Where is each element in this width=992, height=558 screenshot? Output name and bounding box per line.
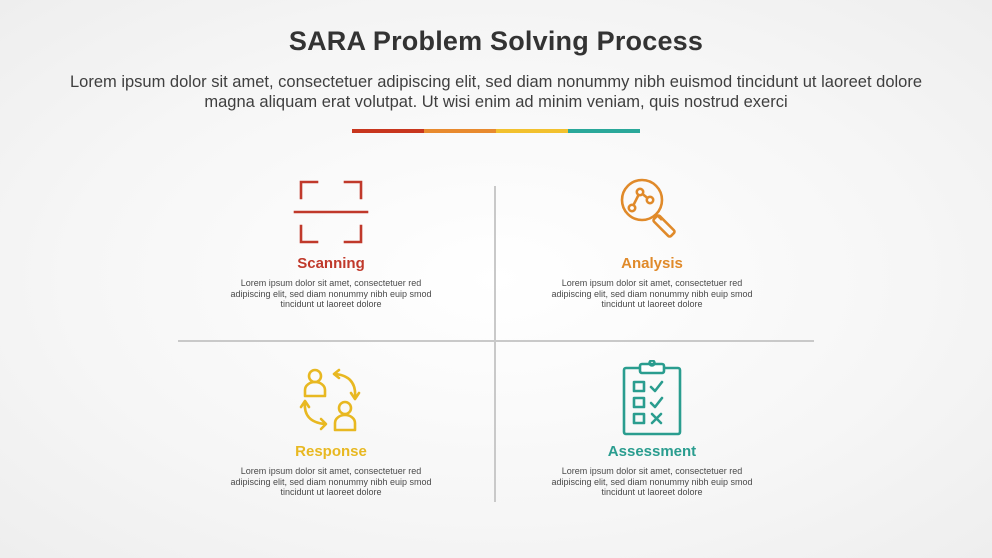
divider-segment-yellow xyxy=(496,129,568,133)
divider-segment-orange xyxy=(424,129,496,133)
quadrant-text-analysis: Lorem ipsum dolor sit amet, consectetuer… xyxy=(551,278,753,309)
people-exchange-icon xyxy=(299,368,361,432)
vertical-divider xyxy=(494,186,496,502)
quadrant-assessment: Assessment Lorem ipsum dolor sit amet, c… xyxy=(522,360,782,498)
scan-frame-icon xyxy=(293,180,369,244)
magnifier-analysis-icon xyxy=(620,178,676,238)
quadrant-text-scanning: Lorem ipsum dolor sit amet, consectetuer… xyxy=(230,278,432,309)
quadrant-title-response: Response xyxy=(295,443,367,460)
quadrant-title-scanning: Scanning xyxy=(297,255,365,272)
quadrant-response: Response Lorem ipsum dolor sit amet, con… xyxy=(201,360,461,498)
quadrant-title-analysis: Analysis xyxy=(621,255,683,272)
horizontal-divider xyxy=(178,340,814,342)
quadrant-scanning: Scanning Lorem ipsum dolor sit amet, con… xyxy=(201,172,461,310)
page-subtitle: Lorem ipsum dolor sit amet, consectetuer… xyxy=(69,73,923,111)
divider-segment-red xyxy=(352,129,424,133)
quadrant-text-assessment: Lorem ipsum dolor sit amet, consectetuer… xyxy=(551,466,753,497)
quadrant-text-response: Lorem ipsum dolor sit amet, consectetuer… xyxy=(230,466,432,497)
clipboard-checklist-icon xyxy=(622,360,682,436)
divider-segment-teal xyxy=(568,129,640,133)
page-title: SARA Problem Solving Process xyxy=(288,26,704,56)
color-divider xyxy=(352,129,640,133)
quadrant-title-assessment: Assessment xyxy=(607,443,697,460)
quadrant-analysis: Analysis Lorem ipsum dolor sit amet, con… xyxy=(522,172,782,310)
